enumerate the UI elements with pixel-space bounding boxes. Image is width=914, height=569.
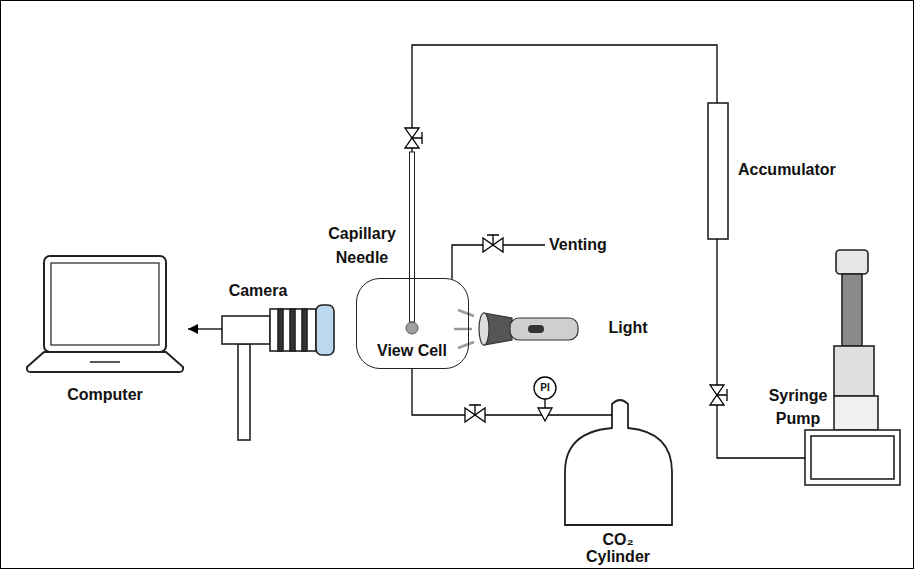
light-icon-part <box>510 318 578 340</box>
camera-icon-part <box>278 309 283 351</box>
camera-node: Camera <box>216 280 338 442</box>
computer-node: Computer <box>26 250 188 408</box>
gas-cylinder-icon <box>558 400 672 525</box>
gas-cylinder-icon-part <box>565 400 672 525</box>
valve-symbol <box>483 235 503 252</box>
syringe-pump-icon-part <box>760 457 805 458</box>
instrument-tag: PI <box>535 382 555 394</box>
syringe-pump-icon-part <box>834 346 874 396</box>
valve-symbol-part <box>487 235 499 245</box>
syringe-pump-node: Syringe Pump <box>760 248 902 487</box>
connector <box>188 328 216 329</box>
syringe-pump-icon-part <box>805 430 900 485</box>
venting-line <box>452 245 545 279</box>
camera-icon-part <box>270 309 316 351</box>
syringe-pump-icon-part <box>836 250 868 274</box>
connector <box>717 239 760 458</box>
syringe-pump-icon-part <box>834 396 878 430</box>
light-icon <box>454 310 578 348</box>
valve-symbol-part <box>412 132 422 144</box>
light-icon-part <box>458 310 474 316</box>
camera-icon-part <box>216 328 222 329</box>
camera-icon-part <box>238 344 250 440</box>
view-cell-label: View Cell <box>357 342 467 360</box>
light-icon-part <box>528 325 544 333</box>
light-icon-part <box>458 342 474 348</box>
co2-cylinder-node: CO₂ Cylinder <box>558 398 678 569</box>
camera-icon-part <box>222 316 270 344</box>
light-label: Light <box>593 319 663 337</box>
valve-symbol-part <box>469 405 481 415</box>
capillary-needle-part <box>406 322 418 334</box>
accumulator-vessel <box>708 103 728 239</box>
computer-label: Computer <box>26 386 184 404</box>
laptop-icon-part <box>27 352 183 372</box>
light-node: Light <box>446 300 667 356</box>
valve-symbol <box>405 128 422 148</box>
laptop-icon-part <box>44 256 166 352</box>
view-cell-node: View Cell <box>356 278 469 369</box>
laptop-icon-part <box>51 263 159 345</box>
accumulator-label: Accumulator <box>738 161 850 179</box>
laptop-icon <box>27 256 183 372</box>
venting-line-part <box>452 245 545 279</box>
syringe-pump-icon-part <box>811 436 894 479</box>
camera-icon-part <box>290 309 295 351</box>
pressure-indicator-part <box>544 399 545 408</box>
part-label: Venting <box>549 236 639 254</box>
accumulator-node: Accumulator <box>704 103 854 239</box>
light-icon-part <box>479 313 489 345</box>
pressure-indicator-part <box>538 408 552 421</box>
pressure-indicator <box>534 377 556 421</box>
camera-icon-part <box>302 309 307 351</box>
syringe-pump-icon <box>760 250 900 485</box>
valve-symbol <box>465 405 485 422</box>
co2-cylinder-label: CO₂ Cylinder <box>578 531 658 565</box>
laptop-icon-part <box>90 361 120 363</box>
valve-symbol-part <box>717 389 727 401</box>
capillary-needle-part <box>410 152 415 322</box>
valve-symbol <box>710 385 727 405</box>
light-icon-part <box>454 328 472 331</box>
syringe-pump-label: Syringe Pump <box>763 384 833 430</box>
gas-cylinder-icon-part <box>558 414 612 415</box>
accumulator-vessel-part <box>708 103 728 239</box>
connector <box>412 45 717 278</box>
camera-icon-part <box>316 305 334 355</box>
pressure-indicator-part <box>534 377 556 399</box>
syringe-pump-icon-part <box>842 274 862 346</box>
capillary-needle <box>406 152 418 334</box>
camera-label: Camera <box>216 282 300 300</box>
camera-icon <box>216 305 334 440</box>
part-label: Capillary Needle <box>318 222 406 270</box>
